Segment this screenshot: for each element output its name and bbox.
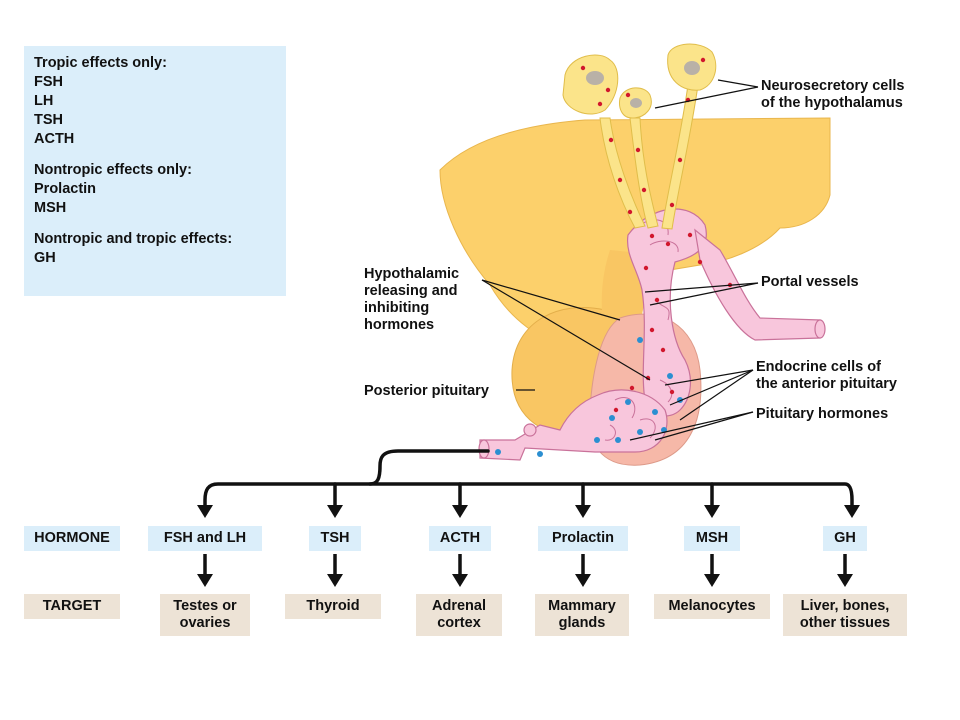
target-box: Mammary glands <box>535 594 629 636</box>
target-line: cortex <box>437 615 481 631</box>
label-neurosecretory-cells: Neurosecretory cells of the hypothalamus <box>761 78 904 112</box>
row-header-target: TARGET <box>24 594 120 619</box>
target-line: Mammary <box>548 598 616 614</box>
portal-vessels <box>479 208 821 461</box>
hormone-box: FSH and LH <box>148 526 262 551</box>
label-line: releasing and <box>364 283 458 299</box>
legend-item: Prolactin <box>34 181 97 197</box>
vessel-end <box>478 439 490 459</box>
target-box: Melanocytes <box>654 594 770 619</box>
label-line: Portal vessels <box>761 274 859 290</box>
label-line: of the hypothalamus <box>761 95 903 111</box>
label-posterior-pituitary: Posterior pituitary <box>364 383 489 400</box>
target-box: Testes or ovaries <box>160 594 250 636</box>
target-line: Adrenal <box>432 598 486 614</box>
label-line: the anterior pituitary <box>756 376 897 392</box>
legend-item: FSH <box>34 74 63 90</box>
label-line: Posterior pituitary <box>364 383 489 399</box>
legend-group-both: Nontropic and tropic effects: GH <box>34 230 286 268</box>
label-line: inhibiting <box>364 300 430 316</box>
hormone-box: TSH <box>309 526 361 551</box>
tree-arrowheads <box>197 505 860 518</box>
target-line: Melanocytes <box>668 598 756 614</box>
target-arrows <box>203 554 847 575</box>
label-pituitary-hormones: Pituitary hormones <box>756 406 888 423</box>
hormone-box: GH <box>823 526 867 551</box>
label-line: Hypothalamic <box>364 266 460 282</box>
hormone-tree <box>203 449 854 509</box>
label-line: hormones <box>364 317 435 333</box>
legend-group-tropic: Tropic effects only: FSH LH TSH ACTH <box>34 54 286 149</box>
hormone-box: MSH <box>684 526 740 551</box>
label-line: Endocrine cells of <box>756 359 881 375</box>
legend-item: ACTH <box>34 131 75 147</box>
target-box: Thyroid <box>285 594 381 619</box>
label-line: Pituitary hormones <box>756 406 889 422</box>
legend-heading: Nontropic and tropic effects: <box>34 231 233 247</box>
leader-lines <box>481 79 759 441</box>
label-line: Neurosecretory cells <box>761 78 905 94</box>
row-header-hormone: HORMONE <box>24 526 120 551</box>
legend-group-nontropic: Nontropic effects only: Prolactin MSH <box>34 161 286 218</box>
legend-heading: Nontropic effects only: <box>34 162 192 178</box>
target-line: other tissues <box>799 615 891 631</box>
releasing-hormone-dots <box>580 57 733 413</box>
legend-item: TSH <box>34 112 63 128</box>
hormone-box: Prolactin <box>538 526 628 551</box>
target-box: Adrenal cortex <box>416 594 502 636</box>
neurosecretory-cells <box>562 43 717 230</box>
legend-item: GH <box>34 250 56 266</box>
target-line: Thyroid <box>306 598 360 614</box>
label-endocrine-cells: Endocrine cells of the anterior pituitar… <box>756 359 897 393</box>
label-portal-vessels: Portal vessels <box>761 274 859 291</box>
target-line: ovaries <box>179 615 231 631</box>
target-line: Liver, bones, <box>800 598 890 614</box>
target-line: glands <box>558 615 606 631</box>
label-releasing-hormones: Hypothalamic releasing and inhibiting ho… <box>364 266 459 334</box>
legend-item: MSH <box>34 200 67 216</box>
legend-item: LH <box>34 93 54 109</box>
hormone-box: ACTH <box>429 526 491 551</box>
target-line: Testes or <box>173 598 237 614</box>
vessel-end <box>814 319 826 339</box>
effects-legend: Tropic effects only: FSH LH TSH ACTH Non… <box>24 46 286 296</box>
target-arrowheads <box>197 574 853 587</box>
target-box: Liver, bones, other tissues <box>783 594 907 636</box>
cell-body <box>562 54 619 115</box>
vessel-end <box>523 423 537 437</box>
legend-heading: Tropic effects only: <box>34 55 167 71</box>
